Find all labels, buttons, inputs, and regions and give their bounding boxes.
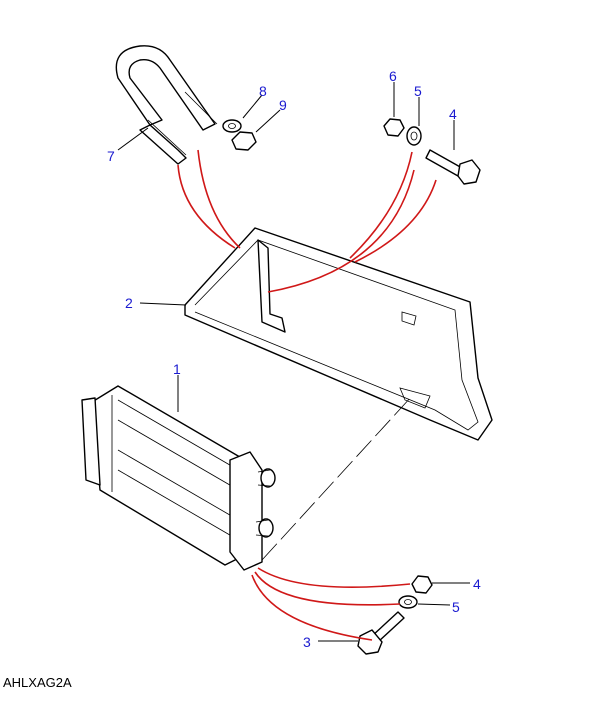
nut-9 xyxy=(231,131,257,151)
callout-4-top: 4 xyxy=(449,106,457,122)
callout-1: 1 xyxy=(173,361,181,377)
leader-lines xyxy=(117,82,470,642)
nut-4-lower xyxy=(411,575,433,594)
callout-4-lower: 4 xyxy=(473,576,481,592)
callout-5-top: 5 xyxy=(414,83,422,99)
callout-6: 6 xyxy=(389,68,397,84)
callout-3: 3 xyxy=(303,634,311,650)
fit-lines xyxy=(177,149,437,641)
pipe-lower xyxy=(255,518,274,538)
pipe-upper xyxy=(257,468,276,488)
washer-5-lower xyxy=(398,595,418,609)
washer-8 xyxy=(222,119,242,133)
callout-5-lower: 5 xyxy=(452,599,460,615)
nut-6 xyxy=(383,118,405,137)
callout-9: 9 xyxy=(279,97,287,113)
washer-5-top xyxy=(406,126,422,146)
heater-matrix xyxy=(81,385,276,571)
bolt-4-top xyxy=(425,149,481,185)
mounting-bracket xyxy=(184,227,493,441)
diagram-code: AHLXAG2A xyxy=(3,675,72,690)
callout-7: 7 xyxy=(107,148,115,164)
callout-8: 8 xyxy=(259,83,267,99)
alignment-line xyxy=(261,395,413,561)
bolt-3 xyxy=(357,611,405,655)
u-bolt xyxy=(115,45,218,165)
callout-2: 2 xyxy=(125,295,133,311)
